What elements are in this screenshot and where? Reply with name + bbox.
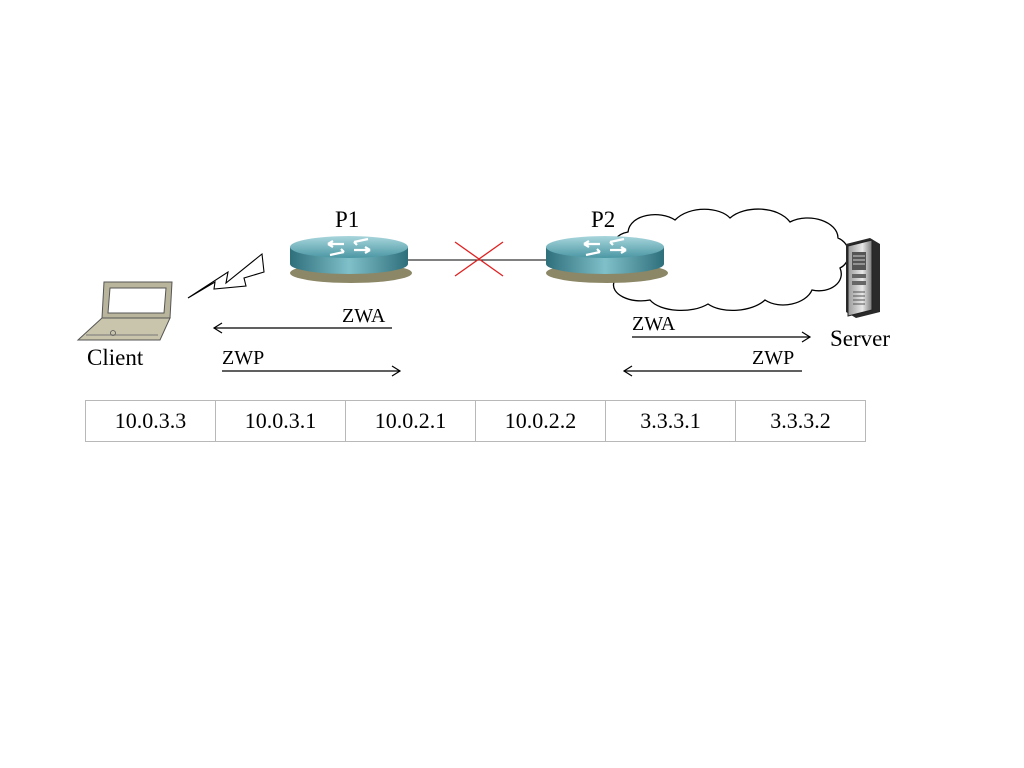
- address-cell: 3.3.3.2: [735, 400, 866, 442]
- address-cell: 3.3.3.1: [605, 400, 736, 442]
- router-p1-label: P1: [335, 207, 360, 232]
- server-icon: [846, 238, 880, 318]
- laptop-icon: [76, 281, 173, 341]
- address-cell: 10.0.3.3: [85, 400, 216, 442]
- zwa-right-label: ZWA: [632, 313, 676, 335]
- router-icon: [546, 236, 668, 283]
- zwa-left-label: ZWA: [342, 305, 386, 327]
- address-row: 10.0.3.3 10.0.3.1 10.0.2.1 10.0.2.2 3.3.…: [85, 400, 866, 442]
- address-cell: 10.0.2.2: [475, 400, 606, 442]
- address-cell: 10.0.3.1: [215, 400, 346, 442]
- router-p2-label: P2: [591, 207, 616, 232]
- link-break-x-icon: [454, 241, 504, 277]
- arrow-zwa-right: [632, 331, 812, 343]
- zwp-left-label: ZWP: [222, 347, 265, 369]
- client-label: Client: [87, 345, 144, 370]
- wireless-lightning-icon: [187, 252, 265, 299]
- address-cell: 10.0.2.1: [345, 400, 476, 442]
- arrow-zwa-left: [212, 322, 392, 334]
- address-table: 10.0.3.3 10.0.3.1 10.0.2.1 10.0.2.2 3.3.…: [85, 400, 866, 442]
- arrow-zwp-right: [622, 365, 802, 377]
- router-icon: [290, 236, 412, 283]
- arrow-zwp-left: [222, 365, 402, 377]
- zwp-right-label: ZWP: [752, 347, 795, 369]
- server-label: Server: [830, 326, 891, 351]
